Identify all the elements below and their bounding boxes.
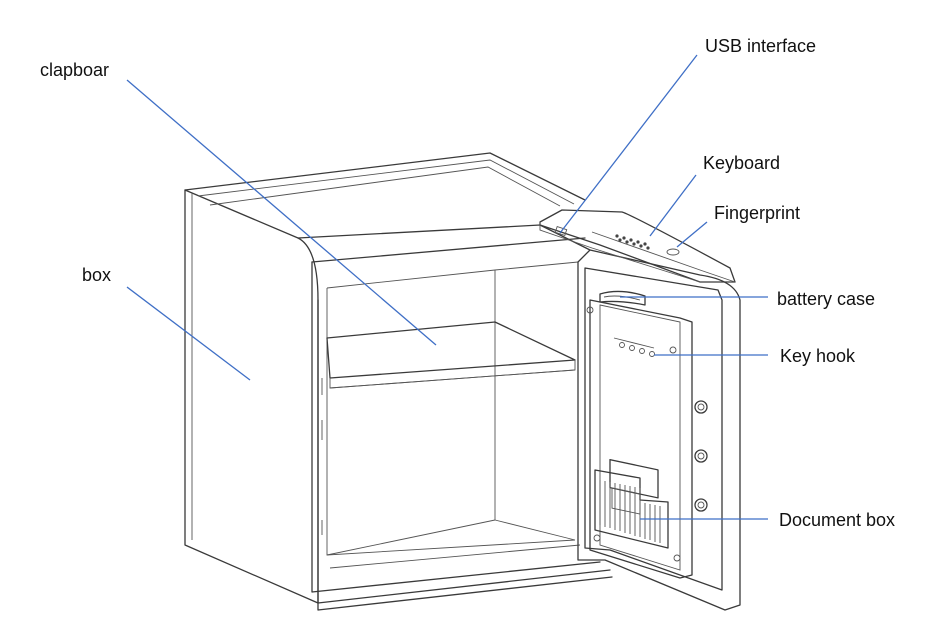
label-clapboard: clapboar (40, 60, 110, 80)
label-usb-interface: USB interface (705, 36, 817, 56)
leader-lines (126, 54, 768, 520)
label-fingerprint: Fingerprint (714, 203, 801, 223)
leader-box (126, 286, 251, 381)
safe-box-body (184, 152, 613, 611)
leader-clapboard (126, 79, 437, 346)
leader-fingerprint (676, 221, 708, 248)
label-document-box: Document box (779, 510, 896, 530)
label-battery-case: battery case (777, 289, 876, 309)
leader-usb (559, 54, 698, 234)
safe-door (539, 209, 741, 611)
label-key-hook: Key hook (780, 346, 856, 366)
leader-keyboard (649, 174, 697, 237)
label-keyboard: Keyboard (703, 153, 781, 173)
label-box: box (82, 265, 112, 285)
